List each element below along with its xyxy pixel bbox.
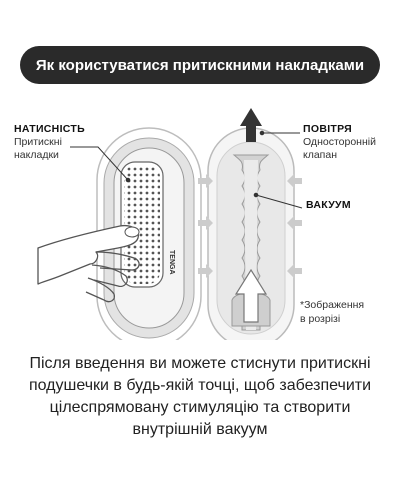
page-title: Як користуватися притискними накладками bbox=[20, 46, 380, 84]
description-text: Після введення ви можете стиснути притис… bbox=[28, 355, 372, 438]
device-cutaway-view bbox=[207, 108, 295, 340]
tenga-logo-text: TENGA bbox=[168, 250, 175, 275]
insertion-arrow bbox=[234, 268, 268, 323]
pressure-label: НАТИСНІСТЬ Притискні накладки bbox=[14, 123, 85, 161]
hand-illustration bbox=[37, 224, 140, 303]
leader-lines bbox=[70, 130, 303, 209]
device-front-view: TENGA bbox=[96, 127, 202, 340]
air-out-arrow bbox=[240, 108, 262, 142]
cutaway-note: *Зображення в розрізі bbox=[300, 299, 365, 325]
vacuum-label: ВАКУУМ bbox=[306, 199, 351, 211]
compression-arrows bbox=[198, 174, 302, 278]
air-label: ПОВІТРЯ Односторонній клапан bbox=[303, 123, 376, 161]
product-illustration: TENGA bbox=[37, 108, 303, 340]
